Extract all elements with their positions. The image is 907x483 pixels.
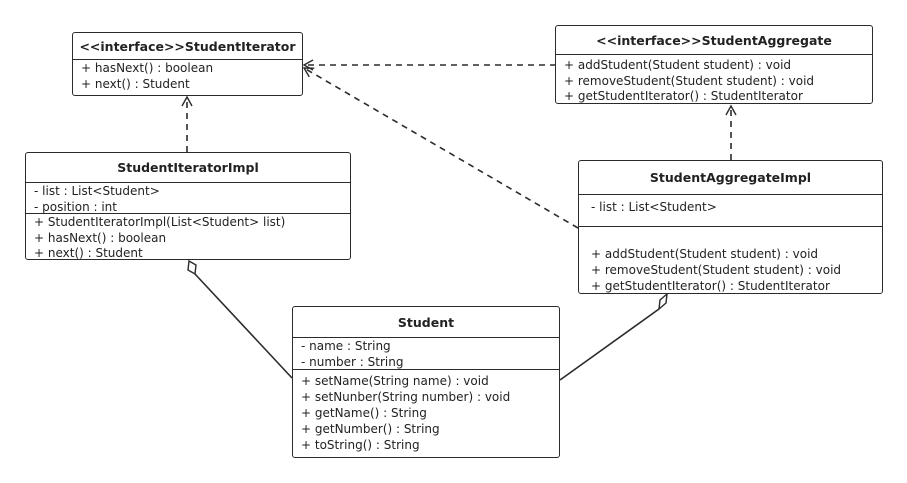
method-item: + getName() : String (301, 406, 427, 420)
attributes-section: - list : List<Student> (579, 195, 882, 227)
method-item: + setName(String name) : void (301, 374, 489, 388)
attribute-item: - position : int (34, 199, 117, 214)
attributes-section: - name : String - number : String (293, 338, 559, 370)
methods-section: + hasNext() : boolean + next() : Student (73, 60, 302, 92)
aggregation-aggregateimpl-to-student (559, 308, 660, 381)
class-title: <<interface>>StudentAggregate (556, 26, 872, 55)
method-item: + hasNext() : boolean (81, 61, 214, 75)
class-student-iterator-impl[interactable]: StudentIteratorImpl - list : List<Studen… (25, 152, 351, 260)
class-student-iterator[interactable]: <<interface>>StudentIterator + hasNext()… (72, 32, 303, 96)
method-item: + getStudentIterator() : StudentIterator (591, 279, 830, 293)
method-item: + setNunber(String number) : void (301, 390, 511, 404)
method-item: + getNumber() : String (301, 422, 440, 436)
class-title: StudentAggregateImpl (579, 161, 882, 195)
method-item: + hasNext() : boolean (34, 230, 167, 245)
attribute-item: - name : String (301, 339, 391, 353)
class-student-aggregate-impl[interactable]: StudentAggregateImpl - list : List<Stude… (578, 160, 883, 294)
method-item: + addStudent(Student student) : void (564, 58, 792, 72)
attributes-section: - list : List<Student> - position : int (26, 183, 350, 214)
methods-section: + StudentIteratorImpl(List<Student> list… (26, 214, 350, 262)
attribute-item: - list : List<Student> (34, 184, 160, 198)
method-item: + addStudent(Student student) : void (591, 247, 819, 261)
method-item: + toString() : String (301, 438, 420, 452)
dependency-aggregateimpl-to-iterator (302, 67, 579, 229)
aggregation-diamond-iteratorimpl (187, 259, 197, 276)
attribute-item: - list : List<Student> (591, 200, 717, 214)
class-student[interactable]: Student - name : String - number : Strin… (292, 306, 560, 458)
method-item: + removeStudent(Student student) : void (591, 263, 842, 277)
methods-section: + addStudent(Student student) : void + r… (556, 55, 872, 105)
attribute-item: - number : String (301, 354, 404, 369)
aggregation-diamond-aggregateimpl (658, 292, 668, 311)
method-item: + removeStudent(Student student) : void (564, 73, 815, 88)
methods-section: + addStudent(Student student) : void + r… (579, 227, 882, 294)
class-title: <<interface>>StudentIterator (73, 33, 302, 60)
method-item: + next() : Student (81, 76, 190, 91)
method-item: + StudentIteratorImpl(List<Student> list… (34, 215, 286, 229)
method-item: + getStudentIterator() : StudentIterator (564, 89, 803, 103)
methods-section: + setName(String name) : void + setNunbe… (293, 370, 559, 453)
class-title: Student (293, 307, 559, 338)
method-item: + next() : Student (34, 246, 143, 260)
aggregation-iteratorimpl-to-student (194, 273, 293, 379)
class-title: StudentIteratorImpl (26, 153, 350, 183)
class-student-aggregate[interactable]: <<interface>>StudentAggregate + addStude… (555, 25, 873, 104)
